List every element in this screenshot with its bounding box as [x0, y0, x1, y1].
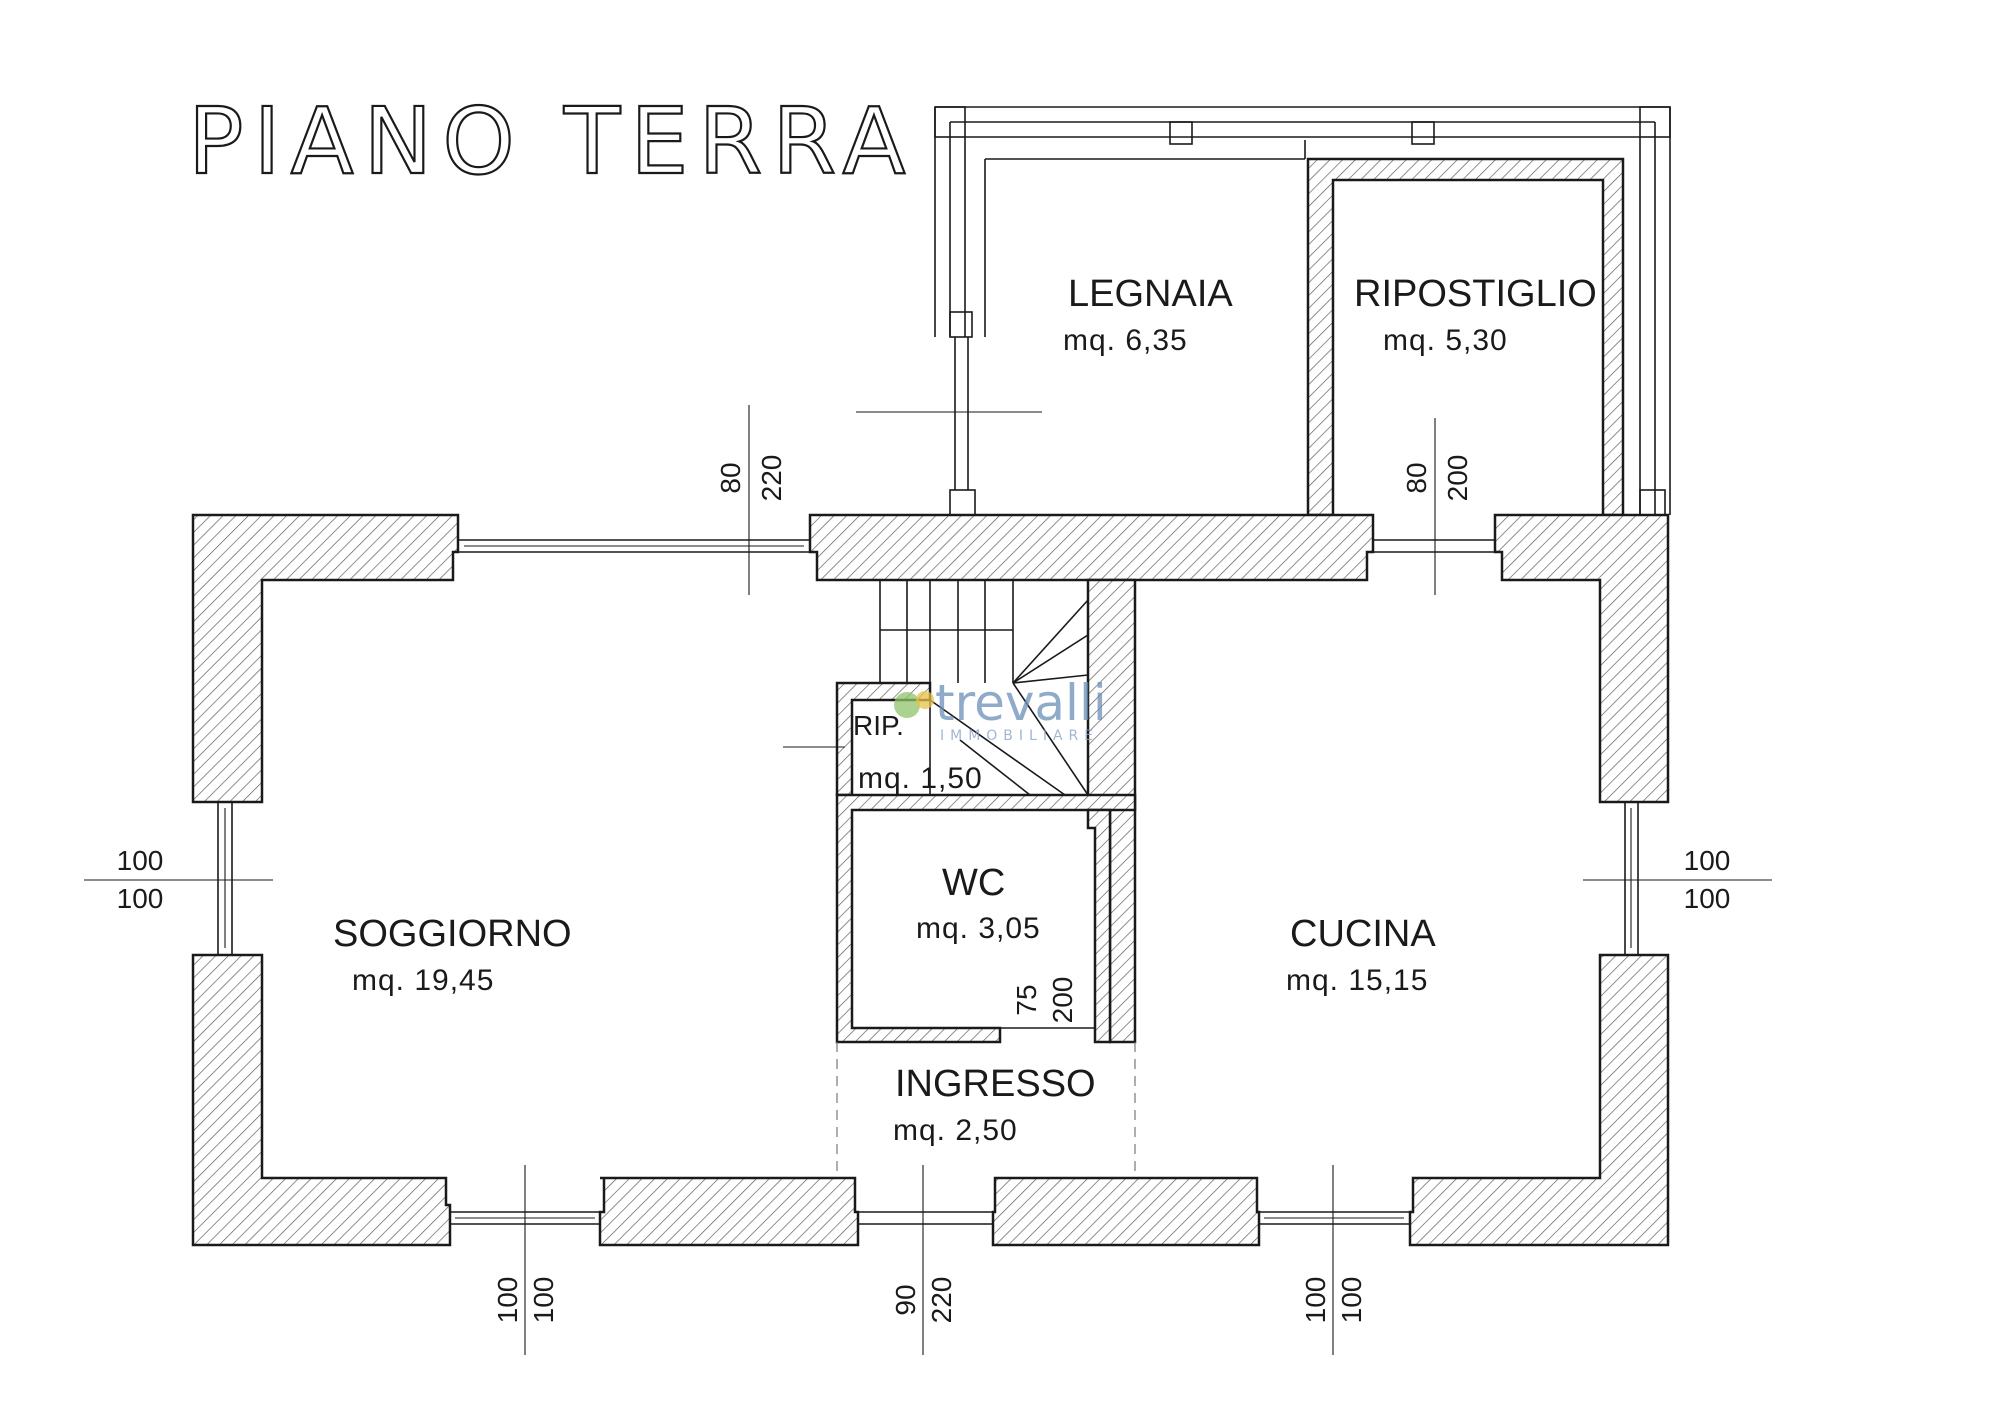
room-cucina-name: CUCINA: [1290, 913, 1436, 955]
dim-left-lower: 100: [117, 883, 164, 914]
room-cucina-area: mq. 15,15: [1286, 964, 1428, 997]
stairwell-walls: [835, 578, 1137, 1044]
dim-top-right-upper: 80: [1401, 462, 1432, 493]
room-soggiorno-area: mq. 19,45: [352, 964, 494, 997]
dim-left-upper: 100: [117, 845, 164, 876]
room-ripostiglio-area: mq. 5,30: [1383, 324, 1508, 357]
room-rip-name: RIP.: [853, 710, 904, 741]
watermark-name: trevalli: [935, 674, 1107, 732]
dim-wc-lower: 200: [1047, 977, 1078, 1024]
room-soggiorno-name: SOGGIORNO: [333, 913, 572, 955]
dim-top-left-lower: 220: [756, 455, 787, 502]
dim-bottom-right-upper: 100: [1300, 1277, 1331, 1324]
exterior-walls: [191, 513, 1670, 1247]
sun-icon: [894, 692, 920, 718]
dimension-lines: [84, 405, 1772, 1355]
dim-right-lower: 100: [1684, 883, 1731, 914]
dim-top-right-lower: 200: [1442, 455, 1473, 502]
room-wc-name: WC: [942, 862, 1005, 904]
dim-right-upper: 100: [1684, 845, 1731, 876]
watermark-sub: IMMOBILIARE: [940, 728, 1099, 744]
room-legnaia-area: mq. 6,35: [1063, 324, 1188, 357]
stairs: [879, 580, 1089, 796]
dim-top-left-upper: 80: [715, 462, 746, 493]
dim-bottom-center-lower: 220: [926, 1277, 957, 1324]
dim-bottom-left-upper: 100: [492, 1277, 523, 1324]
plan-title: PIANO TERRA: [188, 88, 915, 195]
room-legnaia-name: LEGNAIA: [1068, 273, 1233, 315]
dim-bottom-center-upper: 90: [890, 1284, 921, 1315]
room-ingresso-name: INGRESSO: [895, 1063, 1096, 1105]
dim-bottom-right-lower: 100: [1336, 1277, 1367, 1324]
dim-bottom-left-lower: 100: [528, 1277, 559, 1324]
room-ingresso-area: mq. 2,50: [893, 1114, 1018, 1147]
room-rip-area: mq. 1,50: [858, 762, 983, 795]
windows: [217, 539, 1639, 1225]
dim-wc-upper: 75: [1011, 984, 1042, 1015]
room-ripostiglio-name: RIPOSTIGLIO: [1354, 273, 1597, 315]
room-wc-area: mq. 3,05: [916, 912, 1041, 945]
watermark-logo: trevalli IMMOBILIARE: [894, 674, 1107, 744]
